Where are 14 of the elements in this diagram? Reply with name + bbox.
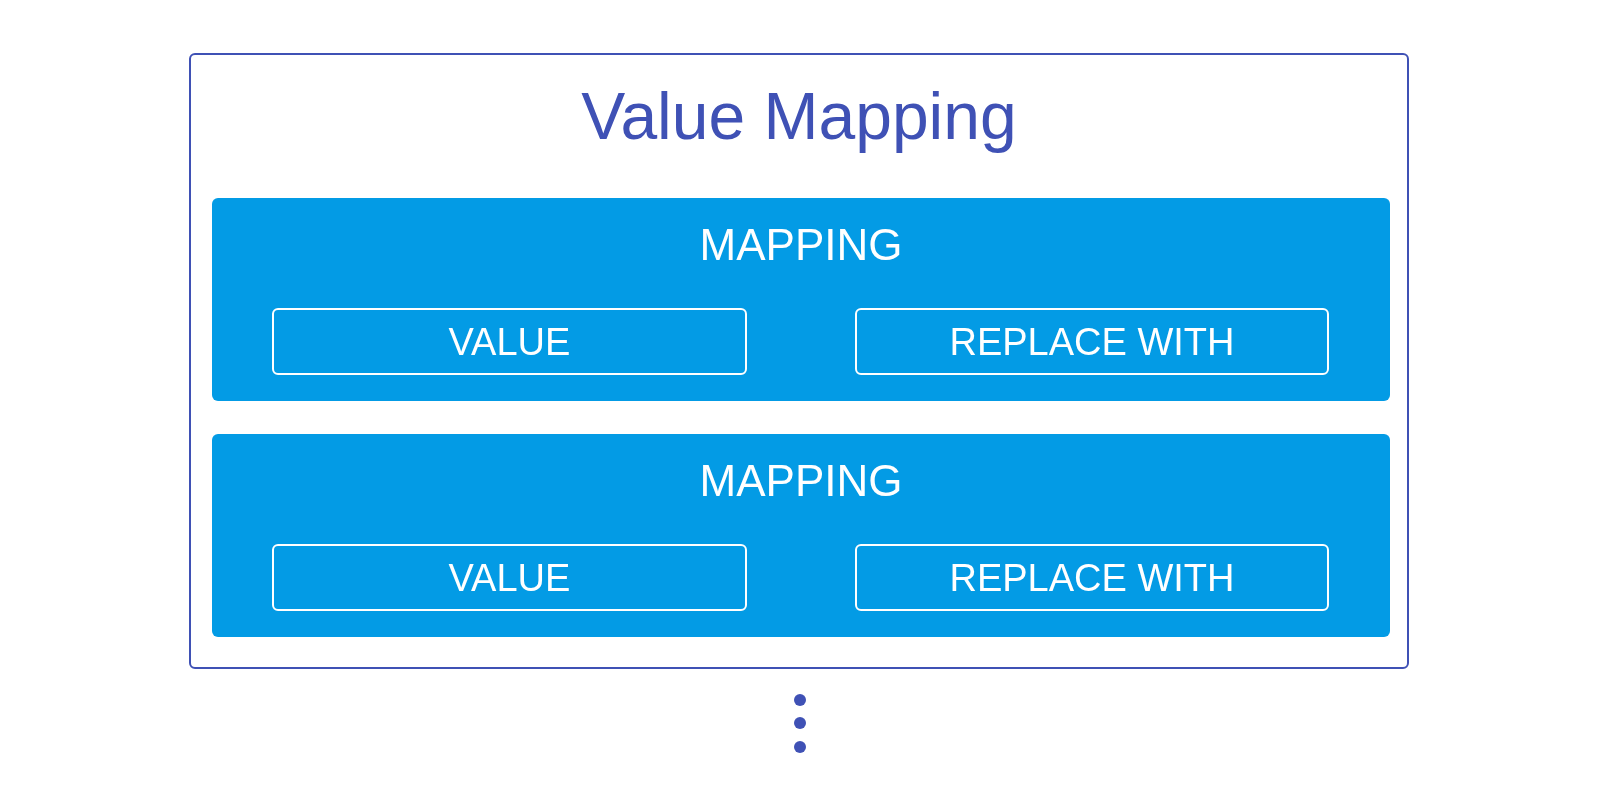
field-box <box>272 544 747 611</box>
section-band <box>212 198 1390 401</box>
section-band <box>212 434 1390 637</box>
field-label: VALUE <box>448 319 571 365</box>
field-label: REPLACE WITH <box>949 555 1235 601</box>
field-box <box>855 308 1329 375</box>
panel-frame <box>189 53 1409 669</box>
field-box <box>272 308 747 375</box>
section-heading: MAPPING <box>699 219 903 271</box>
field-label: VALUE <box>448 555 571 601</box>
panel-title: Value Mapping <box>581 78 1017 155</box>
field-box <box>855 544 1329 611</box>
section-heading: MAPPING <box>699 455 903 507</box>
field-label: REPLACE WITH <box>949 319 1235 365</box>
